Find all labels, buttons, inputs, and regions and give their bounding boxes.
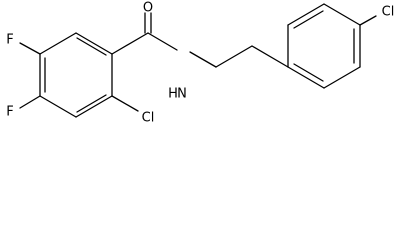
bond-carbonyl-to-nitrogen bbox=[147, 32, 178, 51]
chlorophenyl-ring bbox=[287, 3, 377, 89]
bond-c1-c2 bbox=[75, 95, 113, 118]
bond-ch2-ch2 bbox=[215, 45, 253, 68]
bond-p2-p3 bbox=[287, 3, 325, 26]
bond-ring-to-carbonyl bbox=[111, 32, 149, 55]
fluorine-top-atom-label: F bbox=[6, 33, 13, 48]
difluorochlorophenyl-ring bbox=[39, 32, 113, 118]
inner-double-bond-c1-c2 bbox=[76, 94, 107, 113]
bond-ring-to-chlorine bbox=[111, 95, 139, 112]
bond-c2-c3 bbox=[39, 95, 77, 118]
hydrogen-atom-label: H bbox=[168, 87, 178, 102]
inner-double-bond-c5-c6 bbox=[76, 37, 107, 56]
bond-nitrogen-to-ch2 bbox=[189, 51, 217, 68]
chlorine-para-atom-label: Cl bbox=[382, 5, 395, 20]
oxygen-atom-label: O bbox=[143, 1, 153, 16]
bond-ring-to-fluorine-top bbox=[19, 42, 41, 55]
bond-c5-c6 bbox=[75, 32, 113, 55]
bond-ring-to-fluorine-bottom bbox=[19, 95, 41, 109]
inner-double-bond-p6-p1 bbox=[293, 63, 324, 82]
ethyl-linker bbox=[215, 45, 289, 68]
inner-double-bond-p2-p3 bbox=[293, 10, 324, 29]
bond-ring-to-para-chlorine bbox=[359, 15, 377, 26]
bond-p5-p6 bbox=[323, 66, 361, 89]
substituent-bonds bbox=[19, 32, 149, 112]
bond-c4-c5 bbox=[39, 32, 77, 55]
bond-ch2-to-phenyl bbox=[251, 45, 289, 68]
fluorine-bottom-atom-label: F bbox=[6, 105, 13, 120]
bond-p3-p4 bbox=[323, 3, 361, 26]
nitrogen-atom-label: N bbox=[177, 87, 187, 102]
chemical-structure-diagram: O N H Cl Cl F F bbox=[6, 1, 395, 126]
amide-group bbox=[144, 12, 217, 68]
chlorine-ortho-atom-label: Cl bbox=[142, 111, 155, 126]
bond-p6-p1 bbox=[287, 66, 325, 89]
